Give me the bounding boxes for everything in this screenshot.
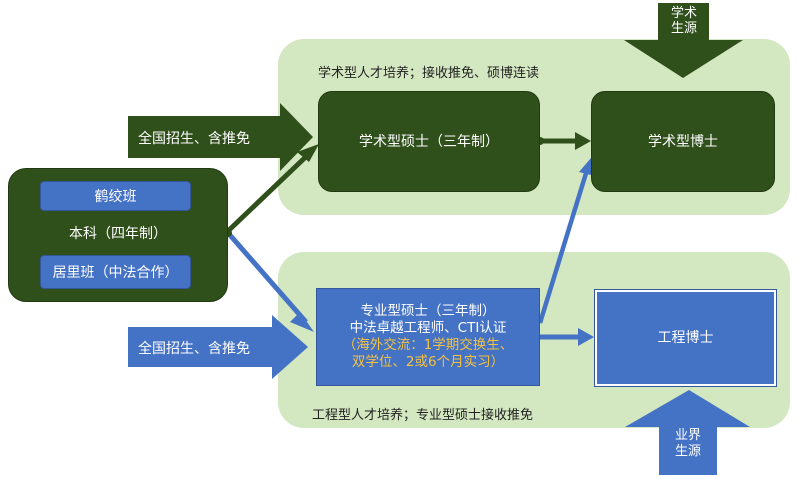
industry-source-line1: 业界 [674,428,701,443]
engineering-phd-box: 工程博士 [594,289,777,387]
academic-source-line2: 生源 [670,21,697,36]
academic-master-box: 学术型硕士（三年制） [318,91,540,192]
undergrad-title: 本科（四年制） [69,226,167,242]
professional-master-line1: 专业型硕士（三年制） [360,303,496,319]
professional-master-line2: 中法卓越工程师、CTI认证 [349,320,507,336]
engineering-band-caption: 工程型人才培养；专业型硕士接收推免 [312,408,534,423]
industry-source-arrow [625,390,750,475]
academic-recruit-label: 全国招生、含推免 [138,131,250,147]
academic-phd-box: 学术型博士 [591,91,775,192]
undergrad-to-academic-master [225,148,315,234]
academic-source-label: 学术 生源 [660,6,708,36]
professional-master-line3: （海外交流：1学期交换生、 [342,337,514,353]
professional-master-box: 专业型硕士（三年制） 中法卓越工程师、CTI认证 （海外交流：1学期交换生、 双… [316,288,540,386]
academic-source-arrow [624,3,743,78]
professional-recruit-arrow [128,315,308,379]
professional-recruit-label: 全国招生、含推免 [138,341,250,357]
industry-source-label: 业界 生源 [662,428,714,460]
professional-master-to-academic-phd [537,169,590,324]
academic-band-caption: 学术型人才培养；接收推免、硕博连读 [318,66,540,81]
class-a-label: 鹤绞班 [40,181,191,211]
professional-master-line4: 双学位、2或6个月实习） [351,354,505,370]
class-b-label: 居里班（中法合作） [40,255,191,289]
academic-recruit-arrow [128,103,313,171]
undergrad-to-professional-master [227,232,308,324]
industry-source-line2: 生源 [674,444,701,459]
academic-source-line1: 学术 [670,6,697,21]
